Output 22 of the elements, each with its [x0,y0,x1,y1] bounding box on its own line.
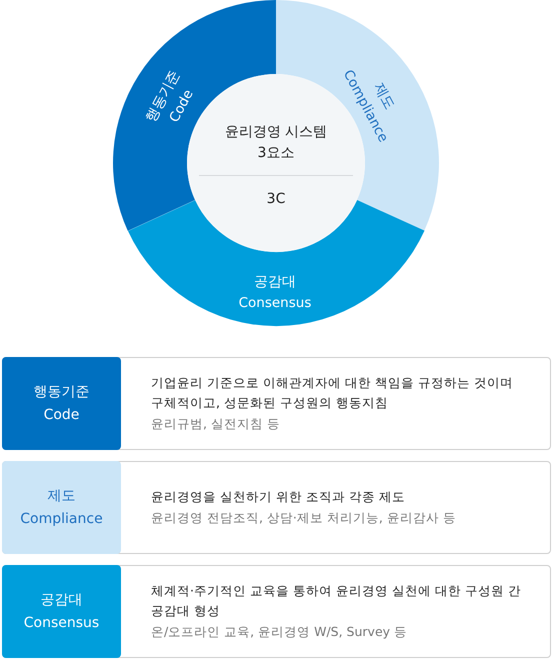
category-tab [2,357,121,450]
description-text: 기업윤리 기준으로 이해관계자에 대한 책임을 규정하는 것이며 구체적이고, 성문화된 구성원의 행동지침 [151,374,514,412]
category-name: 공감대 [40,590,82,610]
example-text: 윤리규범, 실전지침 등 [151,414,281,433]
category-name: 행동기준 [34,382,90,402]
category-tab [2,461,121,554]
category-english-name: Consensus [24,614,100,632]
example-text: 온/오프라인 교육, 윤리경영 W/S, Survey 등 [151,622,408,641]
description-text: 체계적·주기적인 교육을 통하여 윤리경영 실천에 대한 구성원 간 공감대 형성 [151,582,522,620]
category-name: 제도 [48,486,76,506]
category-tab [2,565,121,658]
center-subtitle: 3C [266,190,286,209]
description-text: 윤리경영을 실천하기 위한 조직과 각종 제도 [151,488,406,506]
category-english-name: Compliance [20,510,103,528]
category-english-name: Code [44,406,80,424]
segment-sublabel: Consensus [238,294,312,313]
segment-label: 공감대 [254,272,296,292]
description-card [2,565,551,658]
example-text: 윤리경영 전담조직, 상담·제보 처리기능, 윤리감사 등 [151,508,457,526]
description-card [2,461,551,554]
center-title: 윤리경영 시스템 3요소 [224,123,328,163]
description-card [2,357,551,450]
